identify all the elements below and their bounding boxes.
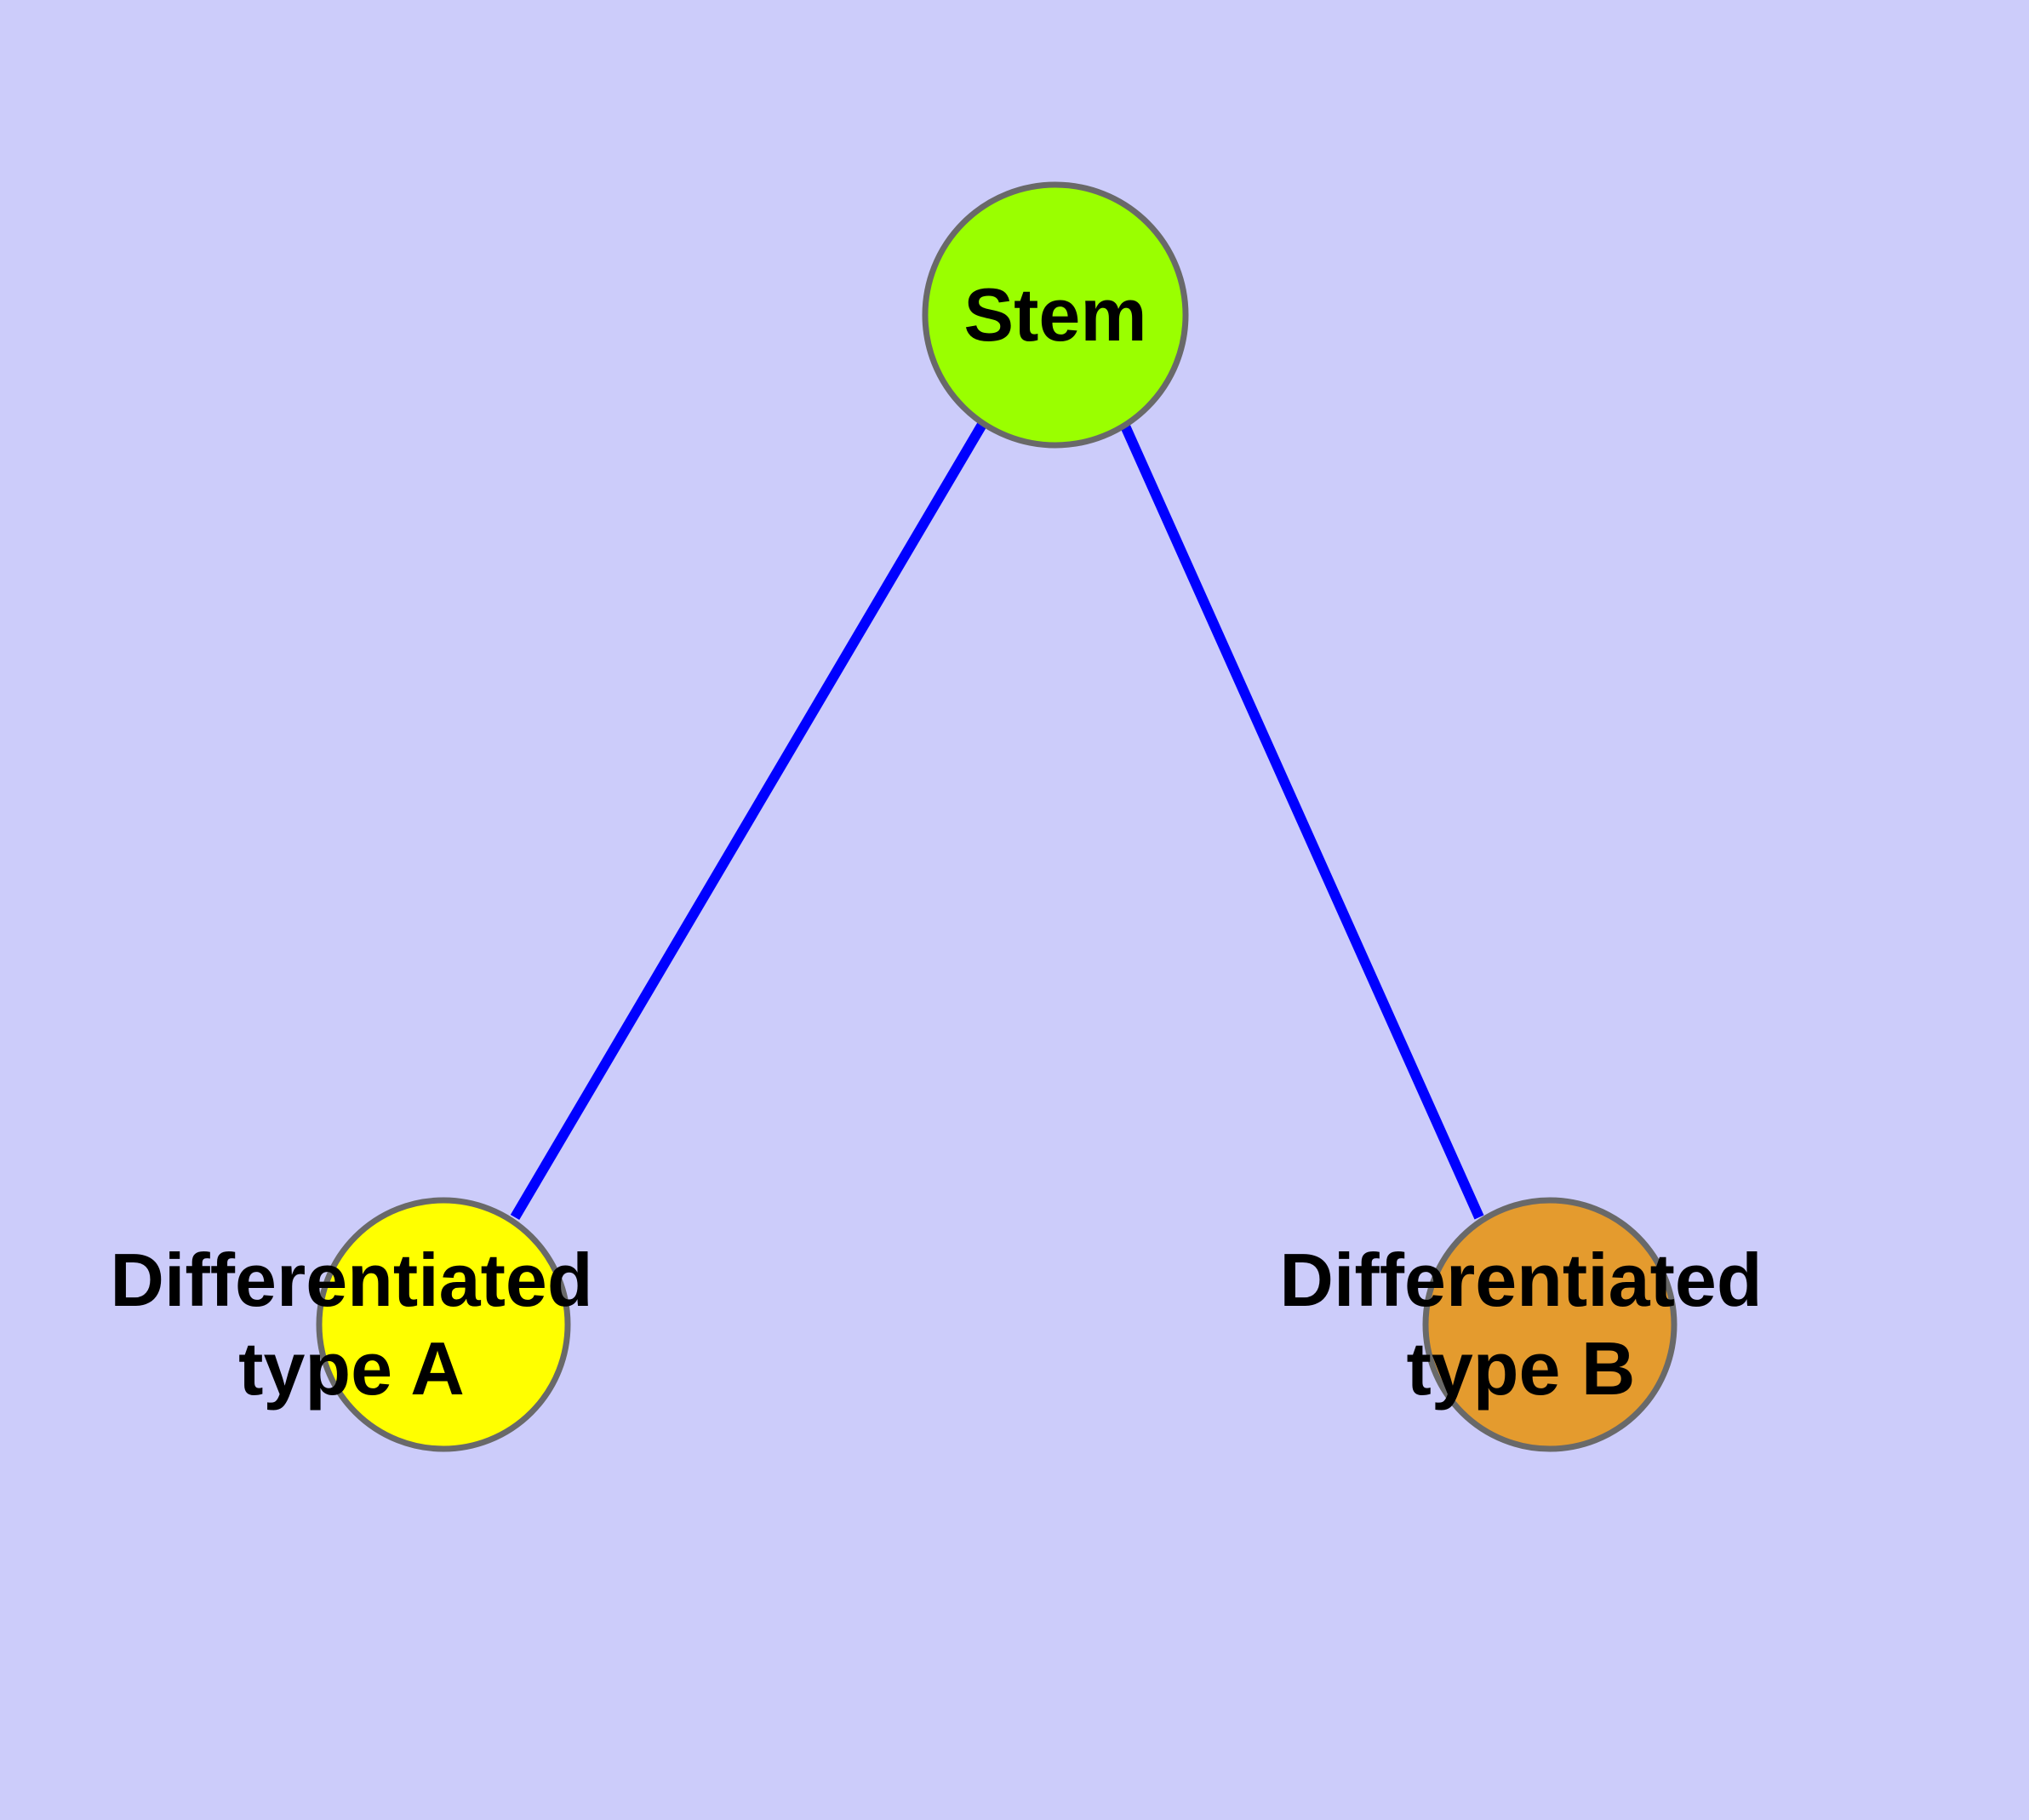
node-circle-stem[interactable] [922, 181, 1189, 449]
node-label-line: type B [1407, 1326, 1636, 1411]
node-label-line: Stem [963, 272, 1146, 357]
node-label-line: Differentiated [110, 1238, 592, 1322]
node-label-line: type A [238, 1326, 465, 1411]
edge-layer [510, 420, 1484, 1221]
node-label-line: Differentiated [1279, 1238, 1762, 1322]
node-label-stem: Stem [963, 272, 1146, 357]
node-stem[interactable] [922, 181, 1189, 449]
node-diff-a[interactable] [316, 1197, 571, 1452]
edge-stem-to-diff-b[interactable] [1118, 420, 1484, 1220]
node-circle-diff-a[interactable] [316, 1197, 571, 1452]
edge-stem-to-diff-a[interactable] [510, 420, 988, 1221]
node-diff-b[interactable] [1422, 1197, 1677, 1452]
node-circle-diff-b[interactable] [1422, 1197, 1677, 1452]
